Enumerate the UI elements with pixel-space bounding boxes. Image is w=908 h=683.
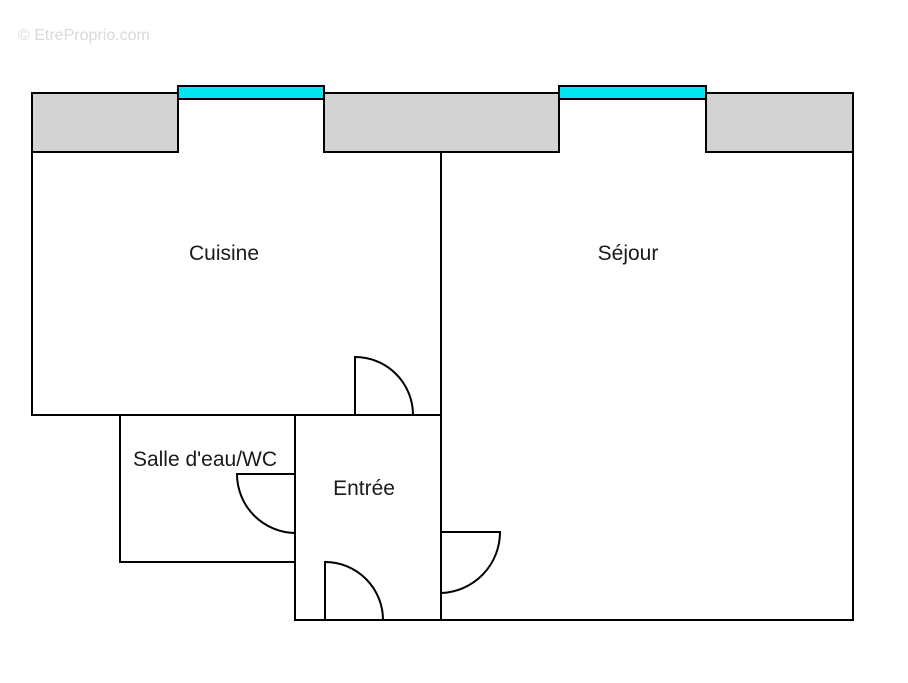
door-sejour <box>440 531 502 595</box>
door-cuisine <box>354 355 415 416</box>
exterior-wall-left <box>31 92 179 153</box>
window-sejour <box>558 85 707 100</box>
room-label-entree: Entrée <box>333 477 395 500</box>
exterior-wall-right <box>705 92 854 153</box>
room-label-sejour: Séjour <box>598 242 659 265</box>
window-cuisine <box>177 85 325 100</box>
room-label-salle-eau: Salle d'eau/WC <box>133 448 277 471</box>
room-label-cuisine: Cuisine <box>189 242 259 265</box>
door-salle-eau <box>235 473 296 535</box>
watermark: © EtreProprio.com <box>18 27 150 44</box>
exterior-wall-middle <box>323 92 560 153</box>
door-entree <box>324 560 385 621</box>
